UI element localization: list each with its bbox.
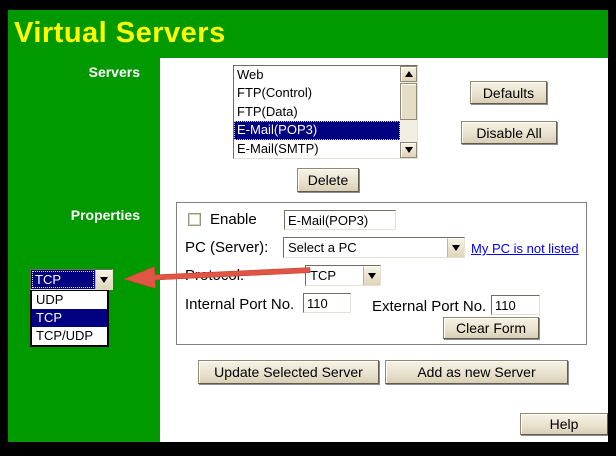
protocol-option[interactable]: TCP	[32, 309, 107, 327]
my-pc-not-listed-link[interactable]: My PC is not listed	[471, 241, 579, 256]
protocol-value: TCP	[310, 268, 336, 283]
page-title: Virtual Servers	[14, 17, 226, 49]
server-name-input[interactable]	[284, 210, 396, 230]
pc-dropdown-button[interactable]	[447, 238, 464, 257]
server-list-item[interactable]: FTP(Control)	[237, 85, 313, 101]
disable-all-button[interactable]: Disable All	[461, 121, 557, 144]
scroll-down-icon	[404, 147, 413, 153]
internal-port-label: Internal Port No.	[185, 296, 295, 313]
enable-label: Enable	[210, 211, 257, 228]
protocol-select[interactable]: TCP	[305, 265, 381, 286]
protocol-dropdown-button[interactable]	[363, 266, 380, 285]
update-selected-server-button[interactable]: Update Selected Server	[198, 360, 379, 384]
protocol-dropdown-current-value: TCP	[31, 270, 95, 289]
chevron-down-icon	[100, 277, 108, 283]
external-port-label: External Port No.	[372, 298, 487, 315]
servers-section-label: Servers	[88, 64, 140, 80]
clear-form-button[interactable]: Clear Form	[443, 317, 539, 339]
server-list-item[interactable]: FTP(Data)	[237, 103, 298, 119]
scroll-up-button[interactable]	[400, 66, 417, 82]
internal-port-input[interactable]	[303, 293, 351, 313]
external-port-input[interactable]	[491, 295, 540, 315]
help-button[interactable]: Help	[520, 413, 608, 435]
protocol-option[interactable]: UDP	[36, 292, 64, 307]
pc-server-label: PC (Server):	[185, 239, 269, 256]
protocol-dropdown-expanded[interactable]: TCP	[30, 269, 113, 290]
chevron-down-icon	[452, 245, 460, 251]
listbox-scrollbar[interactable]	[400, 66, 417, 158]
properties-section-label: Properties	[70, 207, 140, 223]
pc-server-select[interactable]: Select a PC	[283, 237, 465, 258]
enable-checkbox[interactable]	[188, 213, 201, 226]
scrollbar-thumb[interactable]	[400, 83, 417, 120]
scroll-up-icon	[404, 71, 413, 77]
add-as-new-server-button[interactable]: Add as new Server	[385, 360, 568, 384]
chevron-down-icon	[368, 273, 376, 279]
protocol-dropdown-arrow-button[interactable]	[95, 270, 112, 289]
page-header: Virtual Servers	[8, 10, 608, 58]
pc-server-value: Select a PC	[288, 240, 357, 255]
protocol-option[interactable]: TCP/UDP	[36, 328, 94, 343]
delete-button[interactable]: Delete	[297, 168, 359, 192]
sidebar	[8, 58, 160, 442]
scroll-down-button[interactable]	[400, 142, 417, 158]
defaults-button[interactable]: Defaults	[470, 81, 547, 104]
server-list-item[interactable]: E-Mail(SMTP)	[237, 140, 319, 156]
server-list-item[interactable]: E-Mail(POP3)	[234, 121, 400, 140]
server-list-item[interactable]: Web	[237, 67, 264, 82]
protocol-label: Protocol:	[185, 267, 245, 284]
